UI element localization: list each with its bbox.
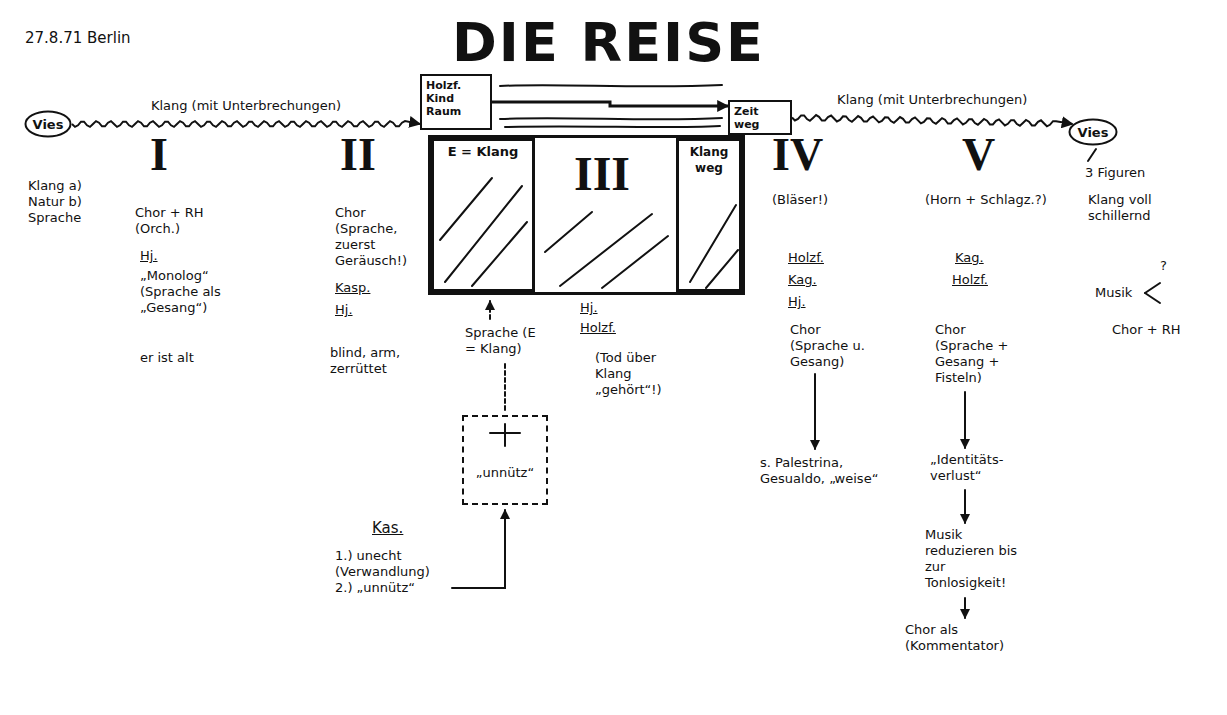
note-text: Hj.	[788, 294, 806, 310]
note-text: „Identitäts- verlust“	[930, 452, 1030, 484]
connector-arrow	[72, 121, 420, 127]
dashed-box: „unnütz“	[462, 415, 548, 505]
note-text: (Tod über Klang „gehört“!)	[595, 350, 683, 398]
node-text: „unnütz“	[468, 465, 542, 481]
scribble-stroke	[505, 126, 720, 127]
note-text: Hj.	[140, 248, 158, 264]
down-arrow	[814, 374, 816, 449]
scribble-stroke	[500, 85, 722, 86]
small-box: Holzf. Kind Raum	[420, 74, 492, 130]
note-text: s. Palestrina, Gesualdo, „weise“	[760, 455, 880, 487]
branch-stroke	[1145, 293, 1160, 303]
node-text: E = Klang	[438, 144, 528, 160]
ellipse-stroke	[26, 112, 71, 137]
hatch-stroke	[445, 186, 522, 282]
down-arrow	[964, 490, 966, 523]
note-text: Holzf.	[952, 272, 988, 288]
leader-line	[1088, 149, 1096, 161]
node-text: Klang weg	[683, 144, 735, 176]
hatch-stroke	[545, 212, 592, 252]
dashed-arrow	[489, 301, 491, 319]
note-text: Holzf.	[788, 250, 824, 266]
connector-arrow	[492, 102, 728, 106]
note-text: Hj.	[335, 302, 353, 318]
edge-label: Klang (mit Unterbrechungen)	[148, 98, 344, 114]
section-numeral: V	[962, 132, 995, 178]
edge-label: Klang (mit Unterbrechungen)	[834, 92, 1030, 108]
diagram-title: DIE REISE	[452, 16, 765, 70]
circled-word: Vies	[24, 110, 72, 138]
note-text: Kas.	[372, 520, 403, 536]
side-panel: Klang weg	[676, 138, 742, 292]
note-text: Chor + RH (Orch.)	[135, 205, 225, 237]
node-text: Vies	[33, 117, 64, 132]
scribble-stroke	[500, 118, 722, 119]
cross-stroke	[490, 432, 520, 434]
section-numeral: IV	[772, 132, 823, 178]
note-text: 27.8.71 Berlin	[25, 30, 131, 46]
note-text: (Bläser!)	[772, 192, 828, 208]
hatch-stroke	[440, 178, 492, 240]
note-text: ?	[1160, 258, 1167, 274]
note-text: Kasp.	[335, 280, 370, 296]
note-text: Kag.	[788, 272, 817, 288]
dashed-line	[504, 364, 506, 412]
node-text: Zeit weg	[734, 105, 786, 131]
circled-word: Vies	[1068, 118, 1118, 146]
hatch-stroke	[602, 236, 668, 288]
cross-stroke	[504, 424, 506, 446]
hatch-stroke	[472, 222, 527, 286]
note-text: er ist alt	[140, 350, 194, 366]
note-text: Hj.	[580, 300, 598, 316]
note-text: Klang a) Natur b) Sprache	[28, 178, 90, 226]
note-text: Holzf.	[580, 320, 616, 336]
section-numeral: I	[150, 132, 168, 178]
note-text: Musik	[1095, 285, 1132, 301]
note-text: 1.) unecht (Verwandlung) 2.) „unnütz“	[335, 548, 447, 596]
note-text: (Horn + Schlagz.?)	[925, 192, 1047, 208]
stage-frame: III E = Klang Klang weg	[428, 135, 745, 295]
node-text: Vies	[1078, 125, 1109, 140]
note-text: Chor (Sprache, zuerst Geräusch!)	[335, 205, 420, 269]
down-arrow	[964, 392, 966, 448]
small-box: Zeit weg	[728, 100, 792, 135]
hatch-stroke	[690, 205, 736, 282]
connector-arrow	[792, 115, 1073, 126]
leader-arrow	[452, 510, 505, 588]
note-text: „Monolog“ (Sprache als „Gesang“)	[140, 268, 235, 316]
down-arrow	[964, 598, 966, 618]
note-text: blind, arm, zerrüttet	[330, 345, 420, 377]
hatch-stroke	[706, 250, 738, 288]
ellipse-stroke	[1070, 120, 1117, 145]
node-text: III	[574, 150, 630, 198]
note-text: Sprache (E = Klang)	[465, 325, 550, 357]
section-numeral: II	[340, 132, 376, 178]
note-text: Chor (Sprache + Gesang + Fisteln)	[935, 322, 1017, 386]
note-text: Kag.	[955, 250, 984, 266]
note-text: Chor als (Kommentator)	[905, 622, 1035, 654]
node-text: Holzf. Kind Raum	[426, 79, 486, 118]
note-text: Musik reduzieren bis zur Tonlosigkeit!	[925, 527, 1023, 591]
branch-stroke	[1145, 283, 1160, 293]
note-text: Chor (Sprache u. Gesang)	[790, 322, 870, 370]
note-text: Chor + RH	[1112, 322, 1182, 338]
side-panel: E = Klang	[431, 138, 535, 292]
note-text: 3 Figuren	[1085, 165, 1145, 181]
hatch-stroke	[560, 214, 652, 286]
note-text: Klang voll schillernd	[1088, 192, 1168, 224]
